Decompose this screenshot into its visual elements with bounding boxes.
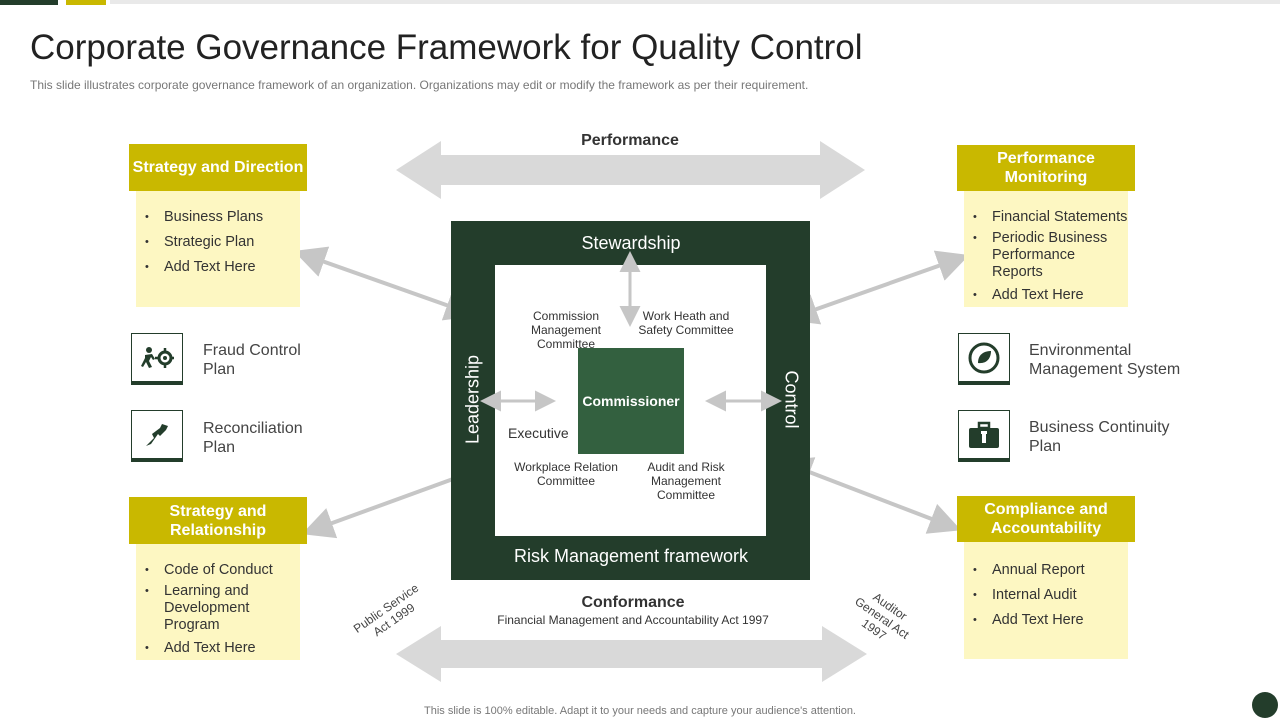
list-item: Learning and Development Program [145,583,300,634]
fraud-control-label: Fraud Control Plan [203,342,301,378]
list-item: Annual Report [973,562,1128,579]
fraud-icon-box [131,333,183,385]
environmental-icon-box [958,333,1010,385]
conformance-label: Conformance [581,594,685,611]
reconciliation-label: Reconciliation Plan [203,420,303,456]
performance-arrow [396,141,865,199]
executive-label: Executive [508,425,569,441]
briefcase-icon [969,421,999,448]
people-gear-icon [141,346,174,368]
conformance-sublabel: Financial Management and Accountability … [497,613,769,627]
list-item: Internal Audit [973,587,1128,604]
handshake-icon [146,423,168,446]
page-subtitle: This slide illustrates corporate governa… [30,78,809,92]
reconciliation-icon-box [131,410,183,462]
performance-monitoring-list: Financial Statements Periodic Business P… [964,191,1128,307]
connector-bottom-right [779,457,962,534]
workplace-relation-committee: Workplace Relation Committee [514,460,618,488]
page-title: Corporate Governance Framework for Quali… [30,28,863,67]
stewardship-label: Stewardship [581,233,681,253]
footer-note: This slide is 100% editable. Adapt it to… [424,705,856,717]
continuity-icon-box [958,410,1010,462]
list-item: Add Text Here [145,259,300,276]
list-item: Financial Statements [973,209,1128,226]
list-item: Add Text Here [145,640,300,657]
list-item: Periodic Business Performance Reports [973,230,1128,281]
connector-top-right [785,250,970,325]
strategy-relationship-list: Code of Conduct Learning and Development… [136,544,300,660]
strategy-direction-list: Business Plans Strategic Plan Add Text H… [136,191,300,307]
performance-label: Performance [581,132,679,149]
commission-management-committee: Commission Management Committee [530,309,602,351]
work-health-safety-committee: Work Heath and Safety Committee [638,309,734,337]
list-item: Code of Conduct [145,562,300,579]
list-item: Business Plans [145,209,300,226]
list-item: Add Text Here [973,612,1128,629]
connector-top-left [293,246,478,321]
strategy-direction-header: Strategy and Direction [129,144,307,191]
recycle-leaf-icon [968,342,1000,373]
compliance-list: Annual Report Internal Audit Add Text He… [964,542,1128,659]
top-accent-dark [0,0,58,5]
conformance-arrow [396,626,867,682]
continuity-label: Business Continuity Plan [1029,419,1170,455]
top-divider [110,0,1280,4]
strategy-relationship-header: Strategy and Relationship [129,497,307,544]
commissioner-box: Commissioner [578,348,684,454]
list-item: Add Text Here [973,287,1128,304]
environmental-label: Environmental Management System [1029,342,1181,378]
compliance-header: Compliance and Accountability [957,496,1135,542]
performance-monitoring-header: Performance Monitoring [957,145,1135,191]
list-item: Strategic Plan [145,234,300,251]
corner-badge [1252,692,1278,718]
top-accent-yellow [66,0,106,5]
audit-risk-committee: Audit and Risk Management Committee [647,460,725,502]
risk-management-label: Risk Management framework [513,546,749,566]
connector-bottom-left [301,462,487,539]
